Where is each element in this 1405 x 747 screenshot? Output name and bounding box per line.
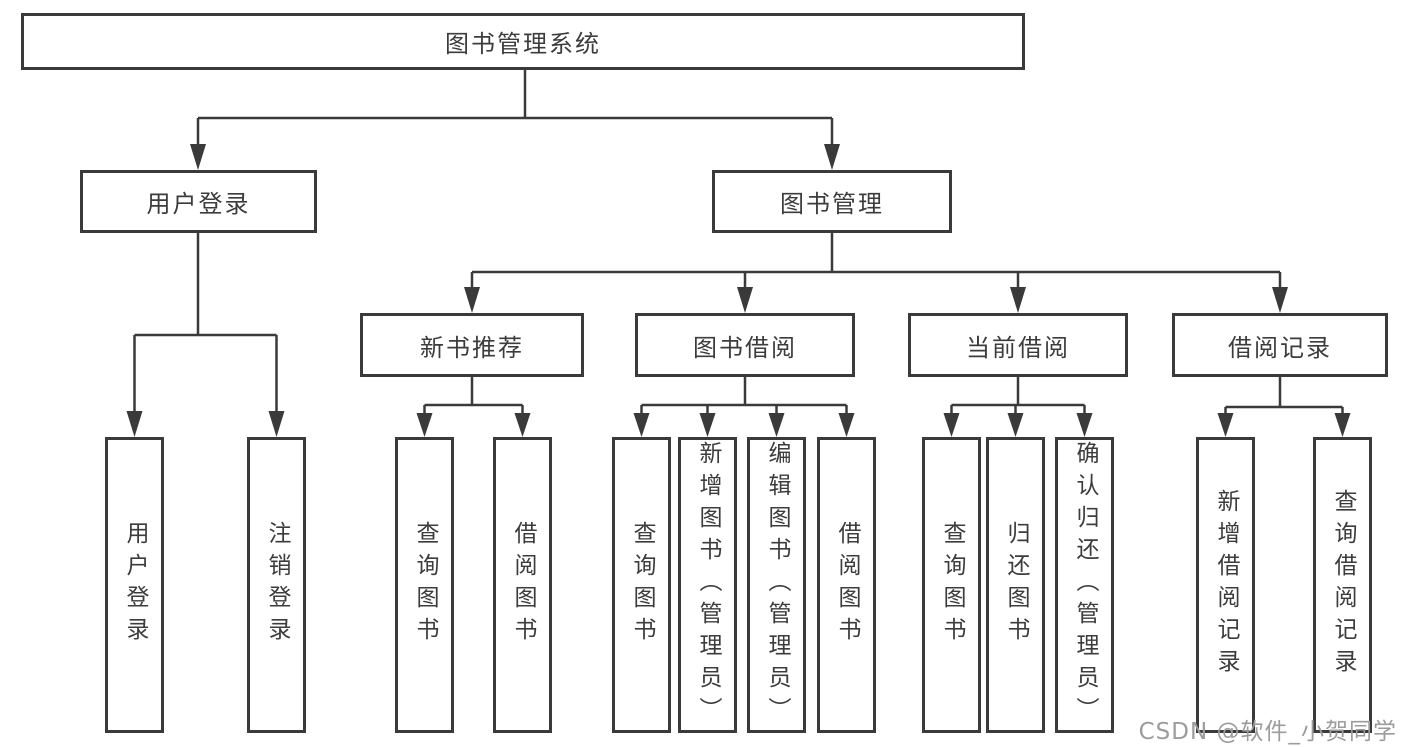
- connector-bookmgmt-to-level3: [470, 233, 1282, 290]
- leaf-user-login: 用户登录: [105, 437, 164, 733]
- arrowhead-icon: [514, 413, 531, 437]
- arrowhead-icon: [824, 144, 840, 170]
- arrowhead-icon: [416, 413, 433, 437]
- arrowhead-icon: [1010, 287, 1026, 313]
- arrowhead-icon: [126, 411, 143, 437]
- node-borrow-records: 借阅记录: [1172, 313, 1388, 377]
- node-user-login: 用户登录: [80, 170, 317, 233]
- connector-arrowheads: [126, 144, 1351, 437]
- connector-bookborrow-to-leaves: [640, 377, 848, 416]
- node-root-system: 图书管理系统: [21, 13, 1025, 70]
- arrowhead-icon: [838, 413, 855, 437]
- leaf-query-borrow-record: 查询借阅记录: [1313, 437, 1372, 733]
- csdn-watermark: CSDN @软件_小贺同学: [1138, 719, 1397, 745]
- arrowhead-icon: [1217, 413, 1234, 437]
- leaf-query-book-current: 查询图书: [922, 437, 981, 733]
- arrowhead-icon: [699, 413, 716, 437]
- leaf-add-book-admin: 新增图书（管理员）: [678, 437, 737, 733]
- leaf-query-book-borrow: 查询图书: [612, 437, 671, 733]
- arrowhead-icon: [190, 144, 206, 170]
- leaf-borrow-book: 借阅图书: [817, 437, 876, 733]
- arrowhead-icon: [1272, 287, 1288, 313]
- leaf-logout: 注销登录: [247, 437, 306, 733]
- node-book-borrow: 图书借阅: [635, 313, 855, 377]
- arrowhead-icon: [768, 413, 785, 437]
- connector-userlogin-to-leaves: [133, 233, 278, 413]
- arrowhead-icon: [943, 413, 960, 437]
- connector-root-to-level2: [196, 68, 834, 146]
- connector-currentborrow-to-leaves: [950, 377, 1086, 416]
- leaf-confirm-return-admin: 确认归还（管理员）: [1055, 437, 1114, 733]
- arrowhead-icon: [1076, 413, 1093, 437]
- arrowhead-icon: [268, 411, 285, 437]
- arrowhead-icon: [633, 413, 650, 437]
- connector-newbook-to-leaves: [423, 377, 524, 416]
- node-book-management: 图书管理: [712, 170, 952, 233]
- arrowhead-icon: [464, 287, 480, 313]
- leaf-edit-book-admin: 编辑图书（管理员）: [747, 437, 806, 733]
- leaf-borrow-book-recommend: 借阅图书: [493, 437, 552, 733]
- leaf-query-book-recommend: 查询图书: [395, 437, 454, 733]
- node-new-book-recommend: 新书推荐: [360, 313, 584, 377]
- arrowhead-icon: [1334, 413, 1351, 437]
- connector-borrowrecord-to-leaves: [1224, 377, 1344, 418]
- node-current-borrow: 当前借阅: [908, 313, 1128, 377]
- arrowhead-icon: [737, 287, 753, 313]
- arrowhead-icon: [1007, 413, 1024, 437]
- connector-lines: [133, 68, 1344, 418]
- leaf-return-book: 归还图书: [986, 437, 1045, 733]
- leaf-add-borrow-record: 新增借阅记录: [1196, 437, 1255, 733]
